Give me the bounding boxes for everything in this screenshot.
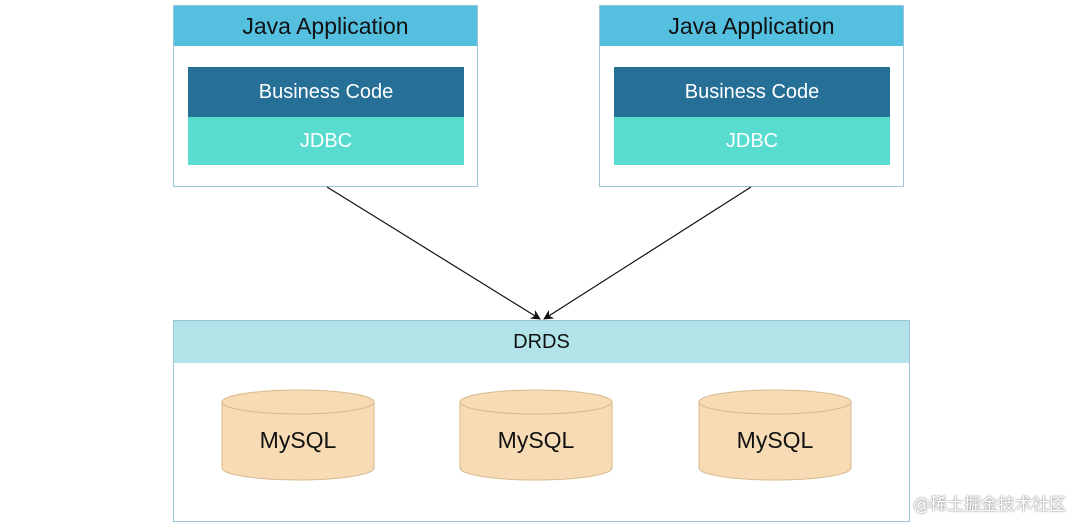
- mysql-database: MySQL: [698, 389, 852, 481]
- java-application-title: Java Application: [174, 6, 477, 46]
- business-code-layer: Business Code: [188, 67, 464, 117]
- database-cylinder-icon: [698, 389, 852, 481]
- mysql-label: MySQL: [497, 427, 575, 453]
- mysql-database: MySQL: [221, 389, 375, 481]
- business-code-layer: Business Code: [614, 67, 890, 117]
- java-application-right: Java Application Business Code JDBC: [599, 5, 904, 187]
- arrow-right-to-drds: [543, 186, 752, 320]
- jdbc-layer: JDBC: [188, 117, 464, 165]
- database-cylinder-icon: [221, 389, 375, 481]
- java-application-title: Java Application: [600, 6, 903, 46]
- mysql-label: MySQL: [259, 427, 337, 453]
- java-application-left: Java Application Business Code JDBC: [173, 5, 478, 187]
- jdbc-layer: JDBC: [614, 117, 890, 165]
- mysql-label: MySQL: [736, 427, 814, 453]
- mysql-database: MySQL: [459, 389, 613, 481]
- watermark: @稀土掘金技术社区: [913, 495, 1066, 515]
- database-cylinder-icon: [459, 389, 613, 481]
- arrow-left-to-drds: [326, 186, 541, 320]
- drds-title: DRDS: [174, 321, 909, 363]
